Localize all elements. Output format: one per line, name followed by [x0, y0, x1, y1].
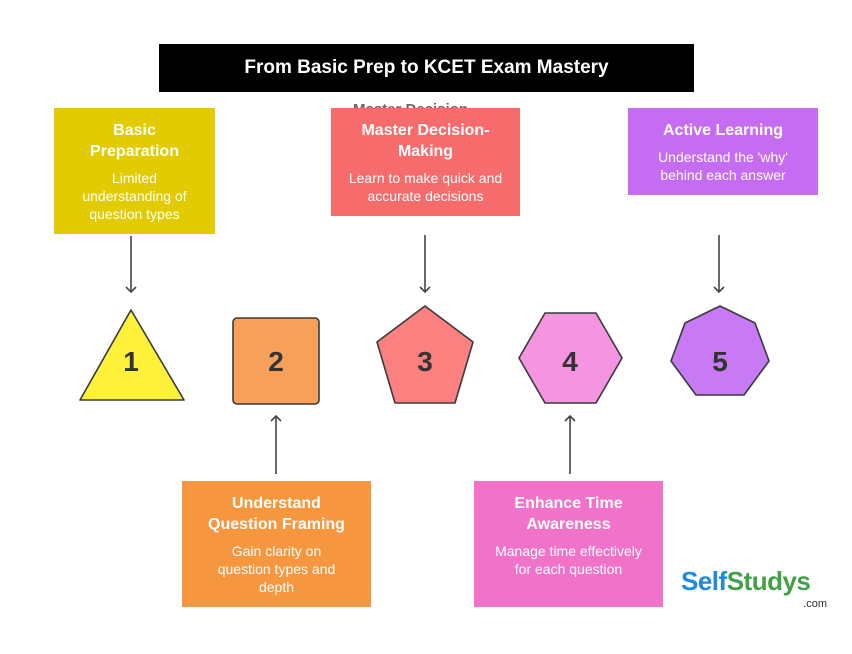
step-3-description: Learn to make quick and accurate decisio… [348, 170, 503, 204]
step-4-hexagon-shape [518, 312, 623, 404]
step-5-heptagon-shape [670, 305, 770, 396]
step-1-description: Limited understanding of question types [82, 170, 187, 222]
step-5-number: 5 [712, 346, 728, 377]
step-4-heading: Enhance Time Awareness [514, 495, 623, 533]
logo-studys-text: Studys [726, 566, 811, 596]
step-5-heading: Active Learning [662, 122, 784, 139]
step-4-number: 4 [562, 346, 578, 377]
step-4-card: Enhance Time Awareness Manage time effec… [474, 481, 663, 607]
step-5-description: Understand the 'why' behind each answer [658, 149, 788, 183]
step-2-square-shape [232, 317, 320, 405]
step-2-description: Gain clarity on question types and depth [217, 543, 336, 595]
step-1-number: 1 [123, 346, 139, 377]
diagram-title: From Basic Prep to KCET Exam Mastery [159, 44, 694, 92]
logo-self-text: Self [681, 566, 727, 596]
step-1-heading: Basic Preparation [90, 122, 179, 160]
step-3-card: Master Decision-Making Learn to make qui… [331, 108, 520, 216]
step-3-heading: Master Decision-Making [361, 122, 490, 160]
step-1-triangle-shape [79, 309, 185, 401]
step-3-number: 3 [417, 346, 433, 377]
step-1-card: Basic Preparation Limited understanding … [54, 108, 215, 234]
step-3-pentagon-shape [376, 305, 474, 404]
logo-dotcom-text: .com [803, 598, 827, 610]
step-2-number: 2 [268, 346, 284, 377]
overlapping-ghost-text: Master Decision- [353, 101, 474, 110]
step-2-card: Understand Question Framing Gain clarity… [182, 481, 371, 607]
step-4-description: Manage time effectively for each questio… [495, 543, 642, 577]
step-5-card: Active Learning Understand the 'why' beh… [628, 108, 818, 195]
step-2-heading: Understand Question Framing [208, 495, 345, 533]
